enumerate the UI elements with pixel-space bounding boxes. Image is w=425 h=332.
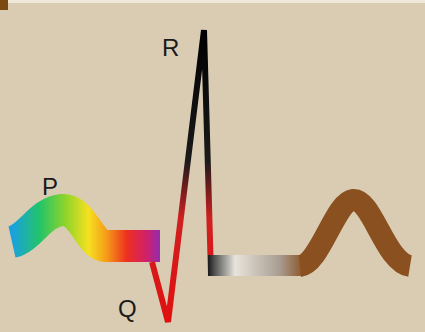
wave-label: Q xyxy=(118,297,137,321)
qrs-complex xyxy=(152,30,211,322)
p-wave xyxy=(12,210,160,246)
wave-label: R xyxy=(162,36,179,60)
top-edge xyxy=(0,0,425,3)
wave-label: P xyxy=(42,175,58,199)
st-segment xyxy=(208,255,302,276)
t-wave xyxy=(300,200,410,266)
corner-mark xyxy=(0,0,8,10)
